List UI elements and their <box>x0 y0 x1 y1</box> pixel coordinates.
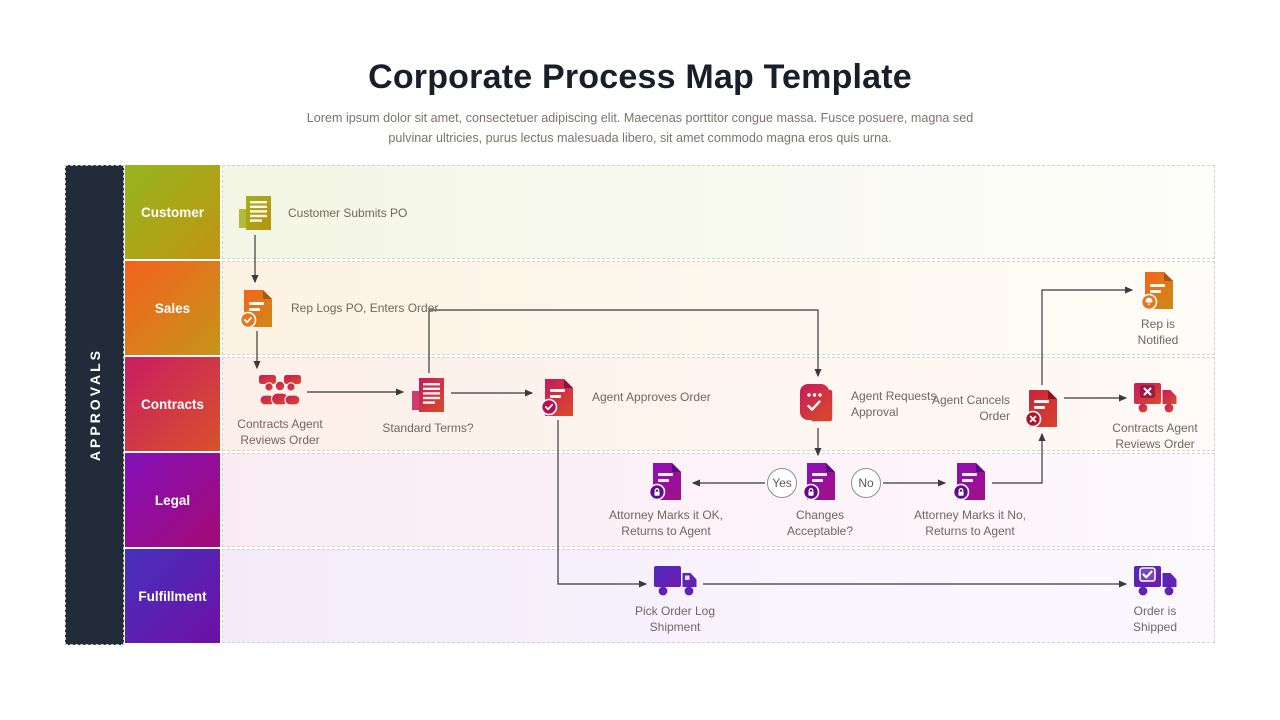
document-lines-icon <box>239 196 271 230</box>
truck-check-icon <box>1134 566 1177 596</box>
node-attorney-marks-no: Attorney Marks it No, Returns to Agent <box>914 460 1026 538</box>
document-lock-icon <box>802 463 835 501</box>
node-label: Order is Shipped <box>1132 604 1178 635</box>
lane-row-fulfillment <box>222 549 1215 643</box>
node-label: Agent Approves Order <box>592 389 711 404</box>
document-lock-icon <box>648 463 681 501</box>
node-order-is-shipped: Order is Shipped <box>1132 562 1178 634</box>
lane-label-customer: Customer <box>125 165 220 259</box>
document-check-icon <box>239 290 272 329</box>
lane-label-fulfillment: Fulfillment <box>125 549 220 643</box>
node-customer-submits-po: Customer Submits PO <box>236 193 407 233</box>
decision-yes: Yes <box>767 468 797 498</box>
node-attorney-marks-ok: Attorney Marks it OK, Returns to Agent <box>609 460 723 538</box>
clipboard-check-icon <box>800 384 834 423</box>
lane-row-legal <box>222 453 1215 547</box>
node-label: Standard Terms? <box>382 421 474 435</box>
node-label: Rep is Notified <box>1137 317 1179 348</box>
node-label: Agent Requests Approval <box>851 388 937 419</box>
lane-label-sales: Sales <box>125 261 220 355</box>
document-lock-icon <box>952 463 985 501</box>
page-subtitle: Lorem ipsum dolor sit amet, consectetuer… <box>306 111 974 146</box>
node-changes-acceptable: Changes Acceptable? <box>787 460 853 538</box>
lane-row-customer <box>222 165 1215 259</box>
truck-x-icon <box>1134 383 1177 413</box>
page-title: Corporate Process Map Template <box>368 58 912 96</box>
approvals-label: APPROVALS <box>86 348 103 462</box>
node-label: Rep Logs PO, Enters Order <box>291 300 439 315</box>
node-agent-requests-approval: Agent Requests Approval <box>797 382 936 426</box>
node-label: Pick Order Log Shipment <box>634 604 716 635</box>
people-group-icon <box>259 375 301 406</box>
decision-no: No <box>851 468 881 498</box>
lane-label-contracts: Contracts <box>125 357 220 451</box>
lane-row-contracts <box>222 357 1215 451</box>
document-bell-icon <box>1140 272 1173 311</box>
lane-label-legal: Legal <box>125 453 220 547</box>
node-label: Attorney Marks it OK, Returns to Agent <box>608 508 724 539</box>
node-rep-is-notified: Rep is Notified <box>1138 269 1178 347</box>
document-lines-icon <box>412 378 444 412</box>
approvals-bar: APPROVALS <box>65 165 124 645</box>
node-contracts-agent-reviews-2: Contracts Agent Reviews Order <box>1112 379 1198 451</box>
truck-icon <box>654 566 697 596</box>
node-label: Changes Acceptable? <box>786 508 854 539</box>
node-label: Customer Submits PO <box>288 205 408 220</box>
node-rep-logs-po: Rep Logs PO, Enters Order <box>237 287 438 329</box>
node-label: Contracts Agent Reviews Order <box>237 417 323 448</box>
node-agent-cancels-order: Agent Cancels Order <box>932 387 1062 429</box>
node-label: Contracts Agent Reviews Order <box>1112 421 1198 452</box>
node-label: Agent Cancels Order <box>931 392 1010 423</box>
document-x-icon <box>1024 390 1057 428</box>
node-label: Attorney Marks it No, Returns to Agent <box>913 508 1027 539</box>
node-standard-terms: Standard Terms? <box>382 375 474 435</box>
node-pick-order-log-shipment: Pick Order Log Shipment <box>635 562 715 634</box>
node-agent-approves-order: Agent Approves Order <box>538 376 711 418</box>
node-contracts-agent-reviews: Contracts Agent Reviews Order <box>237 373 323 447</box>
document-check-icon <box>540 379 573 416</box>
process-map-diagram: APPROVALS Customer Sales Contracts Legal… <box>65 165 1215 645</box>
